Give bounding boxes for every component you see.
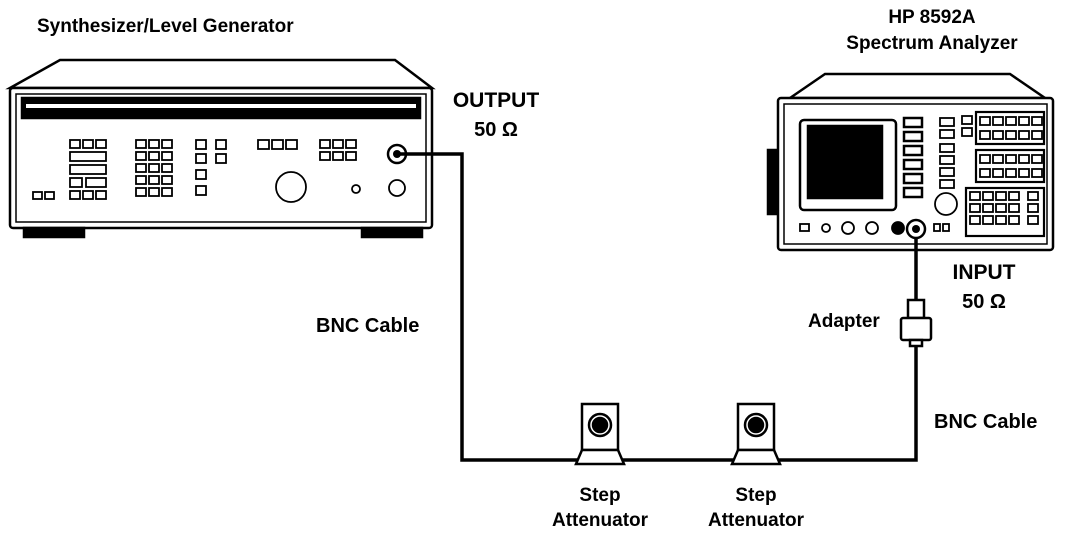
step-attenuator-2 [730, 402, 782, 466]
generator-title: Synthesizer/Level Generator [37, 16, 294, 37]
generator-output-impedance: 50 Ω [474, 119, 518, 141]
analyzer-title: HP 8592A Spectrum Analyzer [812, 8, 1052, 53]
step-attenuator-2-line1: Step [735, 485, 777, 506]
bnc-cable-analyzer-side [774, 238, 918, 462]
step-attenuator-1-line2: Attenuator [551, 510, 649, 531]
bnc-cable-generator-side [397, 152, 582, 462]
analyzer-model: HP 8592A [888, 7, 976, 28]
analyzer-input-connector [905, 218, 927, 240]
right-bnc-cable-label: BNC Cable [934, 411, 1038, 433]
analyzer-keypad [799, 110, 1046, 238]
analyzer-name: Spectrum Analyzer [846, 33, 1018, 54]
step-attenuator-1-line1: Step [579, 485, 621, 506]
analyzer-input-label: INPUT 50 Ω [934, 262, 1034, 312]
step-attenuator-2-line2: Attenuator [707, 510, 805, 531]
analyzer-input-impedance: 50 Ω [962, 291, 1006, 313]
generator-keypad [32, 139, 406, 203]
generator-output-label: OUTPUT 50 Ω [440, 90, 552, 140]
adapter [899, 298, 933, 348]
step-attenuator-1-label: Step Attenuator [540, 486, 660, 530]
left-bnc-cable-label: BNC Cable [316, 315, 420, 337]
adapter-label: Adapter [808, 311, 880, 332]
step-attenuator-1 [574, 402, 626, 466]
analyzer-input-port-name: INPUT [952, 261, 1016, 284]
generator-output-port-name: OUTPUT [452, 89, 540, 112]
step-attenuator-2-label: Step Attenuator [696, 486, 816, 530]
